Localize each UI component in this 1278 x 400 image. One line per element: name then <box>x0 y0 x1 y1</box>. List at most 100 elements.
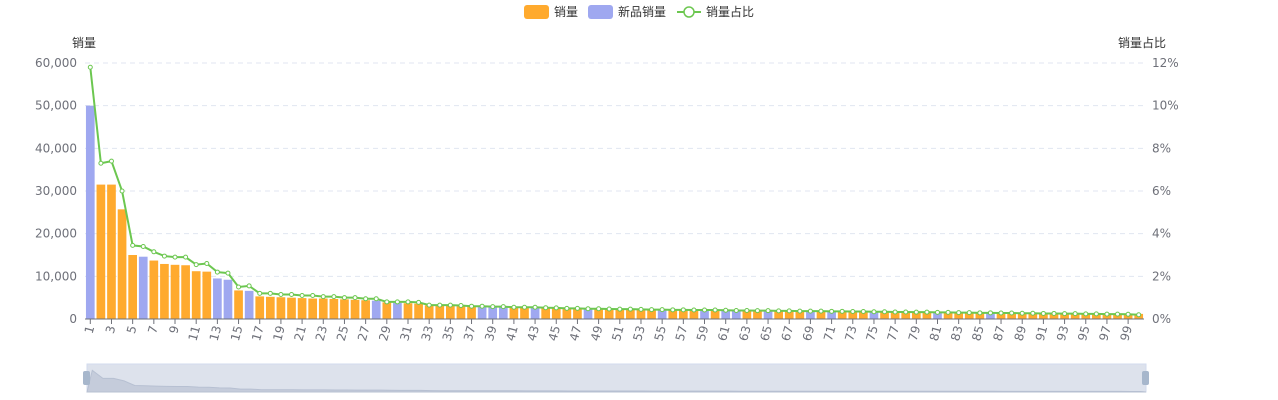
share-point[interactable] <box>267 290 273 296</box>
sales-bar[interactable] <box>700 310 709 319</box>
share-point[interactable] <box>564 305 570 311</box>
share-point[interactable] <box>723 307 729 313</box>
share-point[interactable] <box>733 307 739 313</box>
share-point[interactable] <box>670 307 676 313</box>
data-zoom-track[interactable] <box>86 363 1147 393</box>
share-point[interactable] <box>1009 310 1015 316</box>
sales-bar[interactable] <box>424 305 434 319</box>
sales-bar[interactable] <box>255 296 265 319</box>
sales-bar[interactable] <box>731 310 741 319</box>
sales-bar[interactable] <box>509 307 519 319</box>
share-point[interactable] <box>934 309 940 315</box>
sales-bar[interactable] <box>393 302 402 319</box>
share-point[interactable] <box>161 253 167 259</box>
sales-bar[interactable] <box>678 310 688 319</box>
sales-bar[interactable] <box>318 298 328 319</box>
sales-bar[interactable] <box>911 311 921 319</box>
sales-bar[interactable] <box>435 305 445 319</box>
share-point[interactable] <box>1040 310 1046 316</box>
sales-bar[interactable] <box>668 310 678 319</box>
sales-bar[interactable] <box>763 310 773 319</box>
data-zoom-left-handle[interactable] <box>83 371 90 385</box>
share-point[interactable] <box>776 308 782 314</box>
sales-bar[interactable] <box>350 299 360 319</box>
share-point[interactable] <box>278 291 284 297</box>
share-point[interactable] <box>479 303 485 309</box>
share-point[interactable] <box>829 308 835 314</box>
share-point[interactable] <box>850 309 856 315</box>
data-zoom-slider[interactable] <box>83 363 1149 393</box>
share-point[interactable] <box>469 303 475 309</box>
sales-bar[interactable] <box>869 311 879 319</box>
share-point[interactable] <box>786 308 792 314</box>
sales-bar[interactable] <box>636 309 646 319</box>
sales-bar[interactable] <box>583 309 593 319</box>
sales-bar[interactable] <box>1028 312 1038 319</box>
share-point[interactable] <box>543 305 549 311</box>
sales-bar[interactable] <box>1007 312 1016 319</box>
sales-bar[interactable] <box>1049 313 1059 319</box>
share-point[interactable] <box>1104 311 1110 317</box>
sales-bar[interactable] <box>689 310 699 319</box>
share-point[interactable] <box>108 158 114 164</box>
sales-bar[interactable] <box>562 308 572 319</box>
share-point[interactable] <box>1083 311 1089 317</box>
sales-bar[interactable] <box>806 311 815 319</box>
share-point[interactable] <box>257 290 263 296</box>
sales-bar[interactable] <box>382 302 392 319</box>
share-point[interactable] <box>998 310 1004 316</box>
sales-bar[interactable] <box>297 298 307 319</box>
sales-bar[interactable] <box>107 184 116 319</box>
sales-bar[interactable] <box>784 310 794 319</box>
share-point[interactable] <box>987 310 993 316</box>
sales-bar[interactable] <box>96 184 106 319</box>
legend-sales-swatch[interactable] <box>524 5 549 19</box>
share-point[interactable] <box>246 283 252 289</box>
share-point[interactable] <box>490 304 496 310</box>
share-point[interactable] <box>617 306 623 312</box>
share-point[interactable] <box>405 299 411 305</box>
sales-bar[interactable] <box>287 297 296 319</box>
share-line-series[interactable] <box>87 64 1142 318</box>
share-point[interactable] <box>807 308 813 314</box>
share-point[interactable] <box>924 309 930 315</box>
share-point[interactable] <box>945 309 951 315</box>
legend-share-marker-icon[interactable] <box>683 6 695 18</box>
share-point[interactable] <box>638 306 644 312</box>
share-point[interactable] <box>553 305 559 311</box>
share-point[interactable] <box>236 284 242 290</box>
sales-bar[interactable] <box>541 308 551 319</box>
legend-new-sales-swatch[interactable] <box>588 5 613 19</box>
sales-bar[interactable] <box>223 279 233 319</box>
share-point[interactable] <box>130 242 136 248</box>
sales-bar[interactable] <box>456 306 466 319</box>
share-point[interactable] <box>754 308 760 314</box>
bar-series[interactable] <box>85 105 1144 320</box>
sales-bar[interactable] <box>626 309 635 319</box>
sales-bar[interactable] <box>403 303 413 319</box>
sales-bar[interactable] <box>467 306 476 319</box>
sales-bar[interactable] <box>647 310 656 319</box>
share-point[interactable] <box>659 307 665 313</box>
legend-sales-label[interactable]: 销量 <box>554 5 578 19</box>
share-point[interactable] <box>1125 311 1131 317</box>
sales-bar[interactable] <box>160 263 169 319</box>
sales-bar[interactable] <box>414 303 423 319</box>
share-point[interactable] <box>860 309 866 315</box>
share-point[interactable] <box>172 254 178 260</box>
share-point[interactable] <box>1072 311 1078 317</box>
share-point[interactable] <box>818 308 824 314</box>
sales-bar[interactable] <box>837 311 847 319</box>
sales-bar[interactable] <box>710 310 720 319</box>
sales-bar[interactable] <box>128 255 137 319</box>
share-point[interactable] <box>691 307 697 313</box>
sales-bar[interactable] <box>191 271 201 319</box>
sales-bar[interactable] <box>329 298 339 319</box>
share-point[interactable] <box>310 293 316 299</box>
share-point[interactable] <box>1136 312 1142 318</box>
share-point[interactable] <box>797 308 803 314</box>
sales-bar[interactable] <box>816 311 826 319</box>
share-point[interactable] <box>394 299 400 305</box>
share-point[interactable] <box>627 306 633 312</box>
share-point[interactable] <box>977 310 983 316</box>
